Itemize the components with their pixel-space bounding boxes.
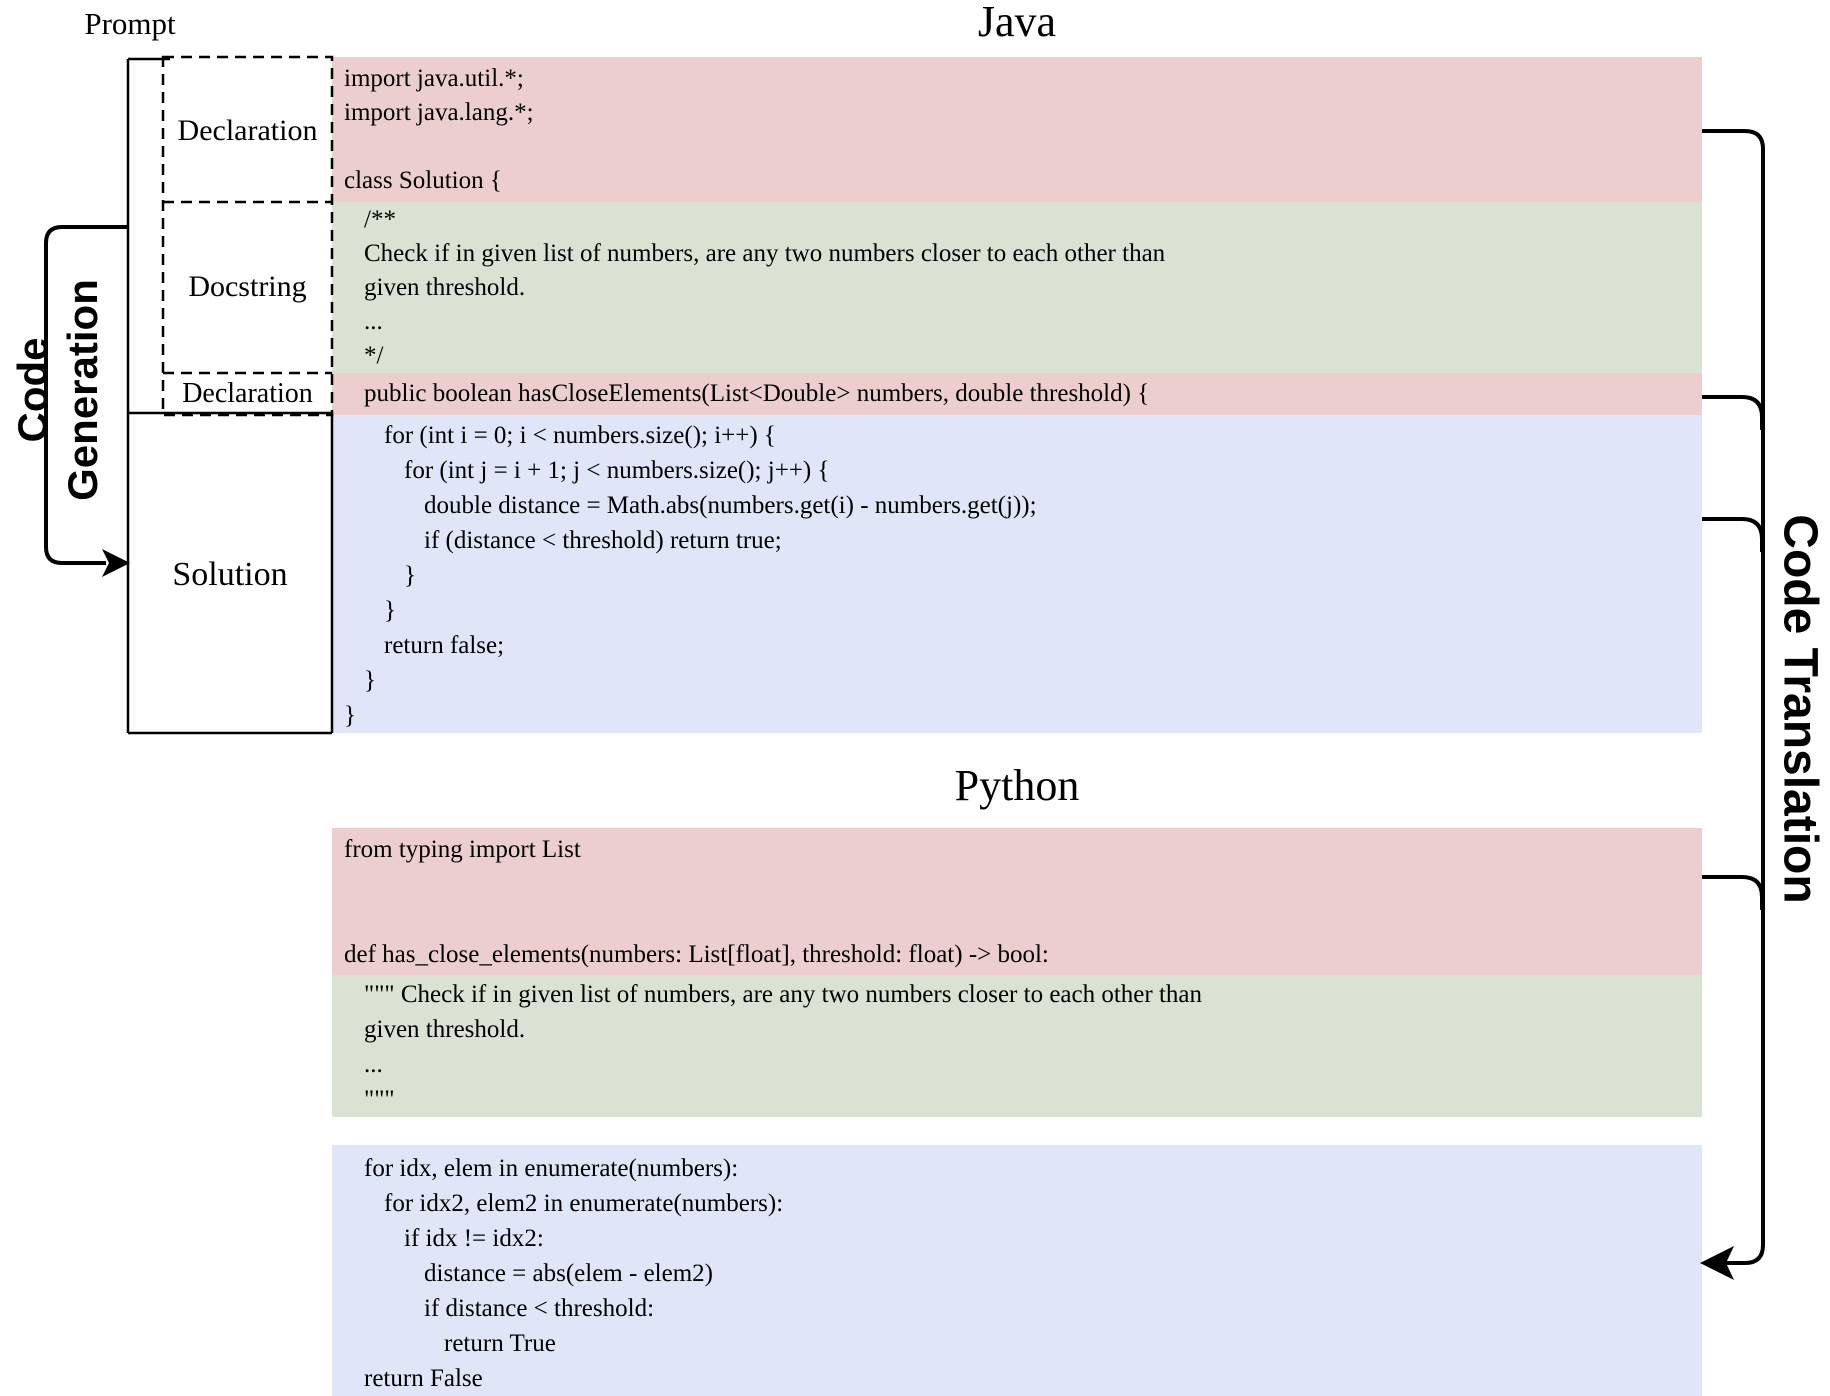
python-docstring-block: """ Check if in given list of numbers, a… bbox=[332, 975, 1702, 1117]
code-generation-arrowhead bbox=[102, 549, 130, 577]
code-line: from typing import List bbox=[344, 836, 581, 863]
code-translation-bracket bbox=[1702, 129, 1765, 1265]
python-declaration-block: from typing import List def has_close_el… bbox=[332, 828, 1702, 975]
code-line: return false; bbox=[384, 632, 505, 659]
code-line: return True bbox=[444, 1330, 556, 1357]
code-line: given threshold. bbox=[364, 274, 526, 301]
code-line: } bbox=[344, 702, 356, 729]
code-line: } bbox=[384, 597, 396, 624]
code-line: """ Check if in given list of numbers, a… bbox=[364, 981, 1203, 1008]
code-line bbox=[332, 130, 1702, 164]
code-line: distance = abs(elem - elem2) bbox=[424, 1260, 713, 1287]
code-line: if (distance < threshold) return true; bbox=[424, 527, 782, 554]
code-line: import java.lang.*; bbox=[344, 99, 534, 126]
code-line bbox=[332, 867, 1702, 902]
code-line: for idx, elem in enumerate(numbers): bbox=[364, 1155, 739, 1182]
prompt-label: Prompt bbox=[84, 6, 176, 41]
python-title: Python bbox=[954, 761, 1080, 810]
code-line: if idx != idx2: bbox=[404, 1225, 544, 1252]
code-line: class Solution { bbox=[344, 167, 502, 194]
code-line: import java.util.*; bbox=[344, 65, 524, 92]
code-line: double distance = Math.abs(numbers.get(i… bbox=[424, 492, 1037, 519]
code-line bbox=[332, 902, 1702, 937]
code-line: ... bbox=[364, 1051, 383, 1078]
code-generation-label: Code Generation bbox=[8, 279, 108, 501]
code-line: if distance < threshold: bbox=[424, 1295, 655, 1322]
label-declaration-mid: Declaration bbox=[182, 378, 313, 409]
code-line: """ bbox=[364, 1086, 395, 1113]
code-line: */ bbox=[364, 342, 384, 369]
code-line: } bbox=[364, 667, 376, 694]
java-signature-block: public boolean hasCloseElements(List<Dou… bbox=[332, 373, 1702, 415]
code-line: for (int i = 0; i < numbers.size(); i++)… bbox=[384, 422, 776, 449]
label-solution: Solution bbox=[172, 556, 288, 593]
python-solution-block: for idx, elem in enumerate(numbers): for … bbox=[332, 1145, 1702, 1396]
code-line: Check if in given list of numbers, are a… bbox=[364, 240, 1166, 267]
code-translation-arrowhead bbox=[1700, 1246, 1734, 1280]
code-line: return False bbox=[364, 1365, 483, 1392]
code-generation-label-line1: Code bbox=[9, 337, 56, 443]
code-line: for idx2, elem2 in enumerate(numbers): bbox=[384, 1190, 784, 1217]
code-line: ... bbox=[364, 308, 383, 335]
java-declaration-block: import java.util.*; import java.lang.*; c… bbox=[332, 57, 1702, 202]
label-declaration-top: Declaration bbox=[177, 114, 318, 147]
code-line: for (int j = i + 1; j < numbers.size(); … bbox=[404, 457, 830, 484]
java-docstring-block: /** Check if in given list of numbers, ar… bbox=[332, 202, 1702, 373]
code-line: def has_close_elements(numbers: List[flo… bbox=[344, 941, 1049, 968]
code-translation-label: Code Translation bbox=[1773, 514, 1827, 904]
code-line: } bbox=[404, 562, 416, 589]
code-line: public boolean hasCloseElements(List<Dou… bbox=[364, 380, 1150, 407]
label-docstring: Docstring bbox=[188, 270, 307, 303]
code-line: /** bbox=[364, 206, 396, 233]
java-solution-block: for (int i = 0; i < numbers.size(); i++)… bbox=[332, 415, 1702, 733]
code-generation-label-line2: Generation bbox=[59, 279, 106, 501]
java-title: Java bbox=[977, 0, 1057, 46]
code-line: given threshold. bbox=[364, 1016, 526, 1043]
dashed-box-lines bbox=[161, 55, 334, 417]
